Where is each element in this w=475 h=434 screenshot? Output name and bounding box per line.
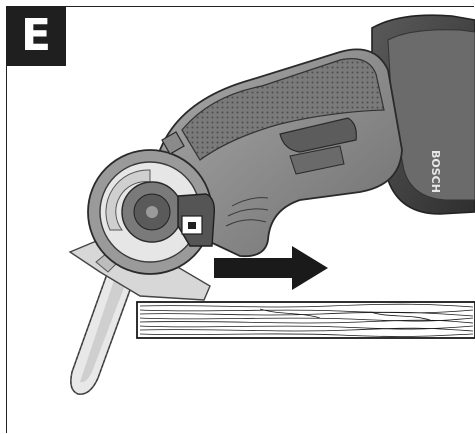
tool-housing — [159, 48, 403, 258]
wooden-board — [136, 301, 475, 339]
brand-logo-text: BOSCH — [429, 150, 442, 193]
blade-guard-head — [87, 131, 216, 275]
arrow-right-icon — [214, 246, 328, 290]
figure-frame — [6, 6, 474, 433]
guide-bar — [70, 259, 140, 395]
figure-label-badge: E — [6, 6, 66, 66]
